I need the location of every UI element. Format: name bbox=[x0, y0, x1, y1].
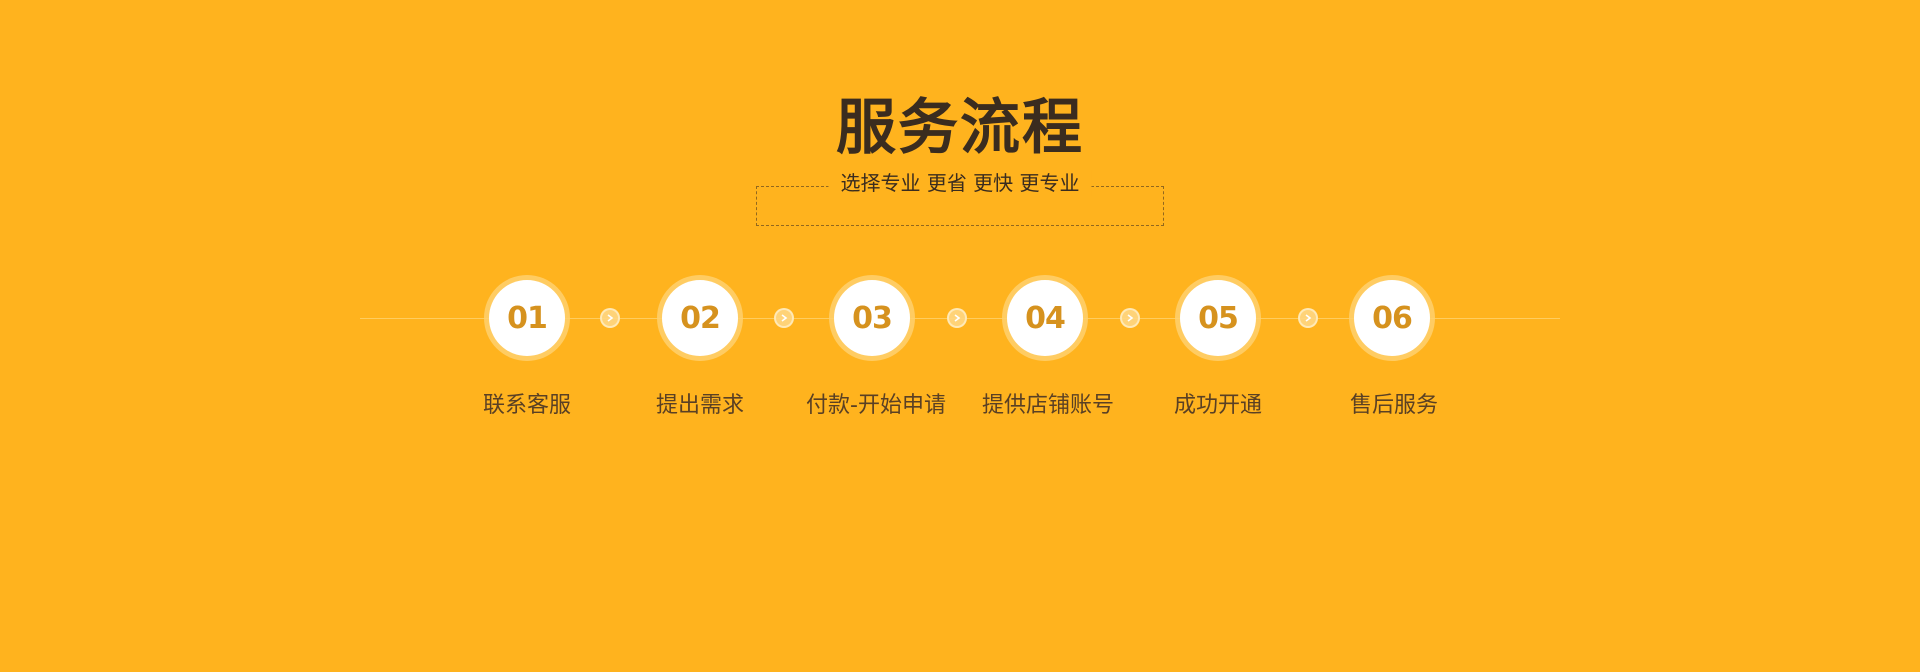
chevron-right-icon bbox=[1298, 308, 1318, 328]
step-number: 02 bbox=[680, 300, 721, 336]
chevron-right-icon bbox=[947, 308, 967, 328]
step-number: 06 bbox=[1372, 300, 1413, 336]
subtitle-frame: 选择专业 更省 更快 更专业 bbox=[756, 170, 1164, 226]
step-circle-2: 02 bbox=[662, 280, 738, 356]
chevron-right-icon bbox=[774, 308, 794, 328]
chevron-right-icon bbox=[1120, 308, 1140, 328]
step-circle-5: 05 bbox=[1180, 280, 1256, 356]
step-number: 05 bbox=[1198, 300, 1239, 336]
step-label-3: 付款-开始申请 bbox=[806, 393, 946, 418]
step-circle-3: 03 bbox=[834, 280, 910, 356]
step-circle-1: 01 bbox=[489, 280, 565, 356]
step-circle-4: 04 bbox=[1007, 280, 1083, 356]
step-number: 01 bbox=[507, 300, 548, 336]
step-number: 03 bbox=[852, 300, 893, 336]
step-label-4: 提供店铺账号 bbox=[981, 393, 1114, 418]
page-subtitle: 选择专业 更省 更快 更专业 bbox=[828, 170, 1092, 196]
step-label-1: 联系客服 bbox=[482, 393, 571, 418]
page-title: 服务流程 bbox=[836, 93, 1084, 163]
step-label-6: 售后服务 bbox=[1349, 393, 1438, 418]
step-circle-6: 06 bbox=[1354, 280, 1430, 356]
step-number: 04 bbox=[1025, 300, 1066, 336]
step-label-2: 提出需求 bbox=[655, 393, 744, 418]
chevron-right-icon bbox=[600, 308, 620, 328]
step-label-5: 成功开通 bbox=[1173, 393, 1262, 418]
